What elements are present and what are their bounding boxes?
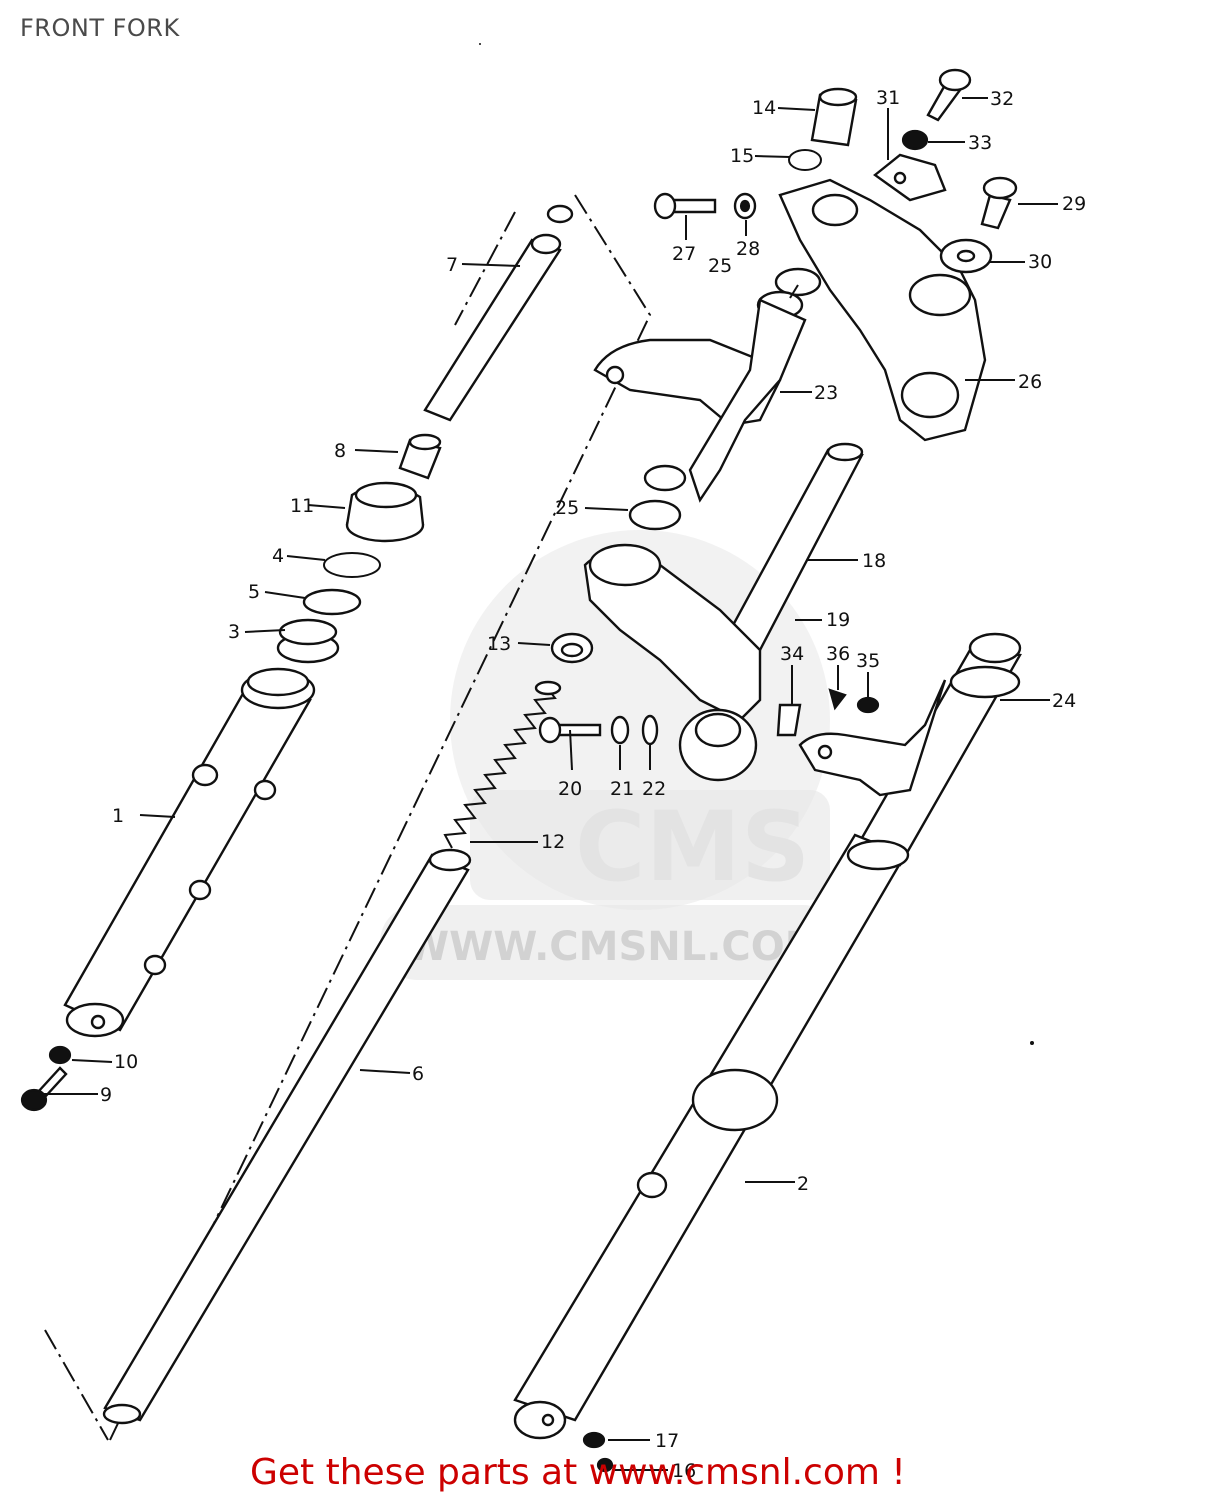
part-28-washer — [733, 192, 757, 220]
callout-labels: 1 2 3 4 5 6 7 8 9 10 11 12 13 14 15 16 1… — [100, 87, 1086, 1482]
part-32-bolt — [926, 68, 972, 122]
callout-7: 7 — [446, 254, 458, 276]
part-27-bolt — [653, 192, 717, 220]
part-14-cap-bolt — [810, 87, 858, 147]
part-35-nut — [856, 696, 880, 714]
assembly-centerline — [44, 194, 652, 1441]
callout-23: 23 — [814, 382, 838, 404]
part-11-dust-seal — [345, 481, 425, 543]
callout-1: 1 — [112, 805, 124, 827]
callout-31: 31 — [876, 87, 900, 109]
part-5-washer — [302, 588, 362, 616]
callout-16: 16 — [672, 1460, 696, 1482]
get-parts-link[interactable]: Get these parts at www.cmsnl.com ! — [250, 1452, 906, 1493]
part-20-bolt — [538, 716, 602, 744]
callout-33: 33 — [968, 132, 992, 154]
cms-watermark: CMS WWW.CMSNL.COM — [380, 530, 840, 980]
callout-14: 14 — [752, 97, 776, 119]
part-30-washer — [939, 238, 993, 274]
part-3-oil-seal — [276, 618, 340, 664]
watermark-url: WWW.CMSNL.COM — [405, 924, 825, 970]
callout-12: 12 — [541, 831, 565, 853]
callout-4: 4 — [272, 545, 284, 567]
callout-10: 10 — [114, 1051, 138, 1073]
part-36-clip — [828, 688, 847, 711]
part-25-bearing-lower — [628, 464, 687, 531]
callout-11: 11 — [290, 495, 314, 517]
callout-9: 9 — [100, 1084, 112, 1106]
part-26-upper-bracket — [778, 178, 987, 442]
callout-17: 17 — [655, 1430, 679, 1452]
part-17-bolt — [582, 1431, 606, 1449]
part-33-nut — [901, 129, 929, 151]
callout-6: 6 — [412, 1063, 424, 1085]
callout-32: 32 — [990, 88, 1014, 110]
callout-2: 2 — [797, 1173, 809, 1195]
callout-22: 22 — [642, 778, 666, 800]
callout-34: 34 — [780, 643, 804, 665]
callout-13: 13 — [487, 633, 511, 655]
callout-5: 5 — [248, 581, 260, 603]
part-2-outer-tube-right — [513, 833, 910, 1440]
part-23-headlight-bracket — [593, 298, 807, 503]
callout-21: 21 — [610, 778, 634, 800]
part-1-outer-tube-left — [63, 667, 316, 1038]
callout-36: 36 — [826, 643, 850, 665]
callout-30: 30 — [1028, 251, 1052, 273]
part-9-bolt — [20, 1066, 68, 1112]
part-12-fork-spring — [443, 680, 562, 849]
part-22-ring — [641, 714, 659, 746]
part-4-snap-ring — [323, 552, 381, 578]
part-19-lower-bracket — [583, 543, 762, 782]
part-6-inner-tube — [102, 848, 472, 1425]
part-31-plate — [873, 153, 947, 202]
callout-35: 35 — [856, 650, 880, 672]
callout-25-lower: 25 — [555, 497, 579, 519]
callout-24: 24 — [1052, 690, 1076, 712]
part-29-bolt — [980, 176, 1018, 230]
stray-marks — [479, 43, 1034, 1045]
callout-27: 27 — [672, 243, 696, 265]
callout-3: 3 — [228, 621, 240, 643]
part-13-cap — [550, 632, 594, 664]
callout-19: 19 — [826, 609, 850, 631]
callout-25-upper: 25 — [708, 255, 732, 277]
part-8-piston-ring — [398, 433, 442, 480]
leader-lines — [42, 97, 1058, 1471]
callout-18: 18 — [862, 550, 886, 572]
callout-20: 20 — [558, 778, 582, 800]
page-title: FRONT FORK — [20, 14, 180, 42]
part-16-washer — [596, 1457, 614, 1473]
part-34-bolt — [776, 703, 802, 737]
part-10-washer — [48, 1045, 72, 1065]
part-21-washer — [610, 715, 630, 745]
part-7-damper-rod — [423, 204, 574, 422]
part-15-o-ring — [788, 149, 822, 171]
callout-29: 29 — [1062, 193, 1086, 215]
callout-28: 28 — [736, 238, 760, 260]
callout-15: 15 — [730, 145, 754, 167]
callout-26: 26 — [1018, 371, 1042, 393]
watermark-brand: CMS — [575, 791, 810, 903]
part-24-inner-tube-right — [798, 632, 1022, 867]
callout-8: 8 — [334, 440, 346, 462]
